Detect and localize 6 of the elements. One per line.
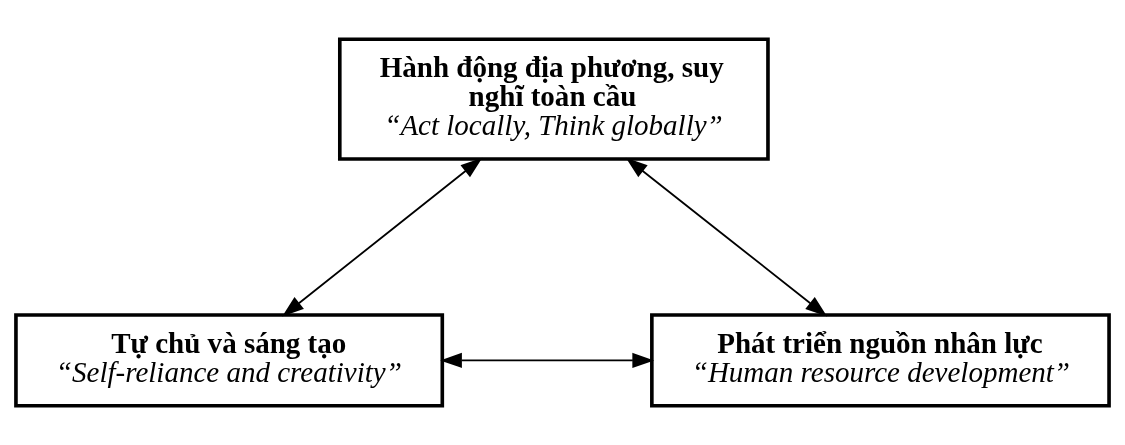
arrow <box>440 352 655 368</box>
arrow <box>625 157 828 317</box>
node-box: Tự chủ và sáng tạo “Self-reliance and creativity” <box>14 313 445 408</box>
node-box: Hành động địa phương, suy nghĩ toàn cầu “Act locally, Think globally” <box>338 37 770 161</box>
node-box: Phát triển nguồn nhân lực “Human resource development” <box>650 313 1111 408</box>
arrow <box>282 157 483 317</box>
